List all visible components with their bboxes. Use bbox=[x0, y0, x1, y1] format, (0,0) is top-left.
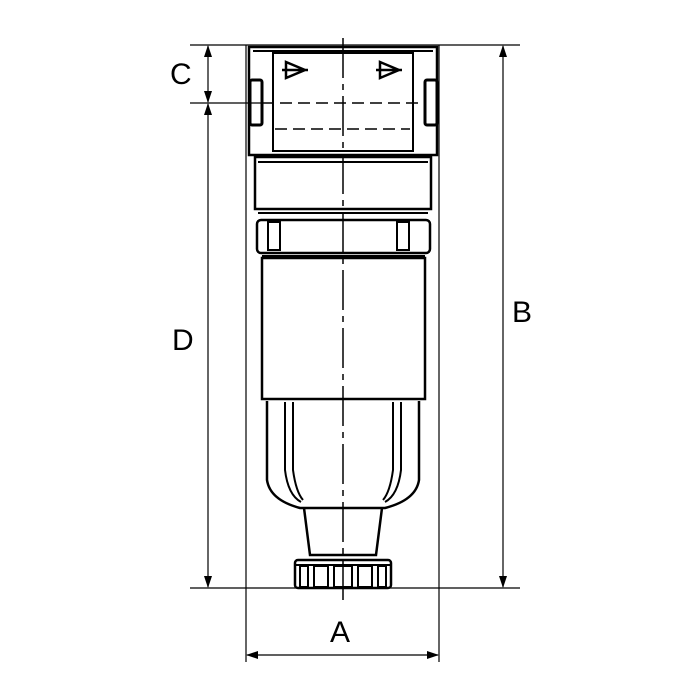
dimension-label-d: D bbox=[172, 324, 194, 357]
dimension-label-a: A bbox=[330, 616, 351, 649]
dimension-label-b: B bbox=[512, 296, 533, 329]
extension-lines bbox=[190, 44, 520, 662]
dimension-lines bbox=[204, 45, 507, 659]
flow-arrow-icon bbox=[376, 60, 403, 80]
flow-arrow-icon bbox=[282, 60, 309, 80]
dimension-label-c: C bbox=[170, 58, 192, 91]
